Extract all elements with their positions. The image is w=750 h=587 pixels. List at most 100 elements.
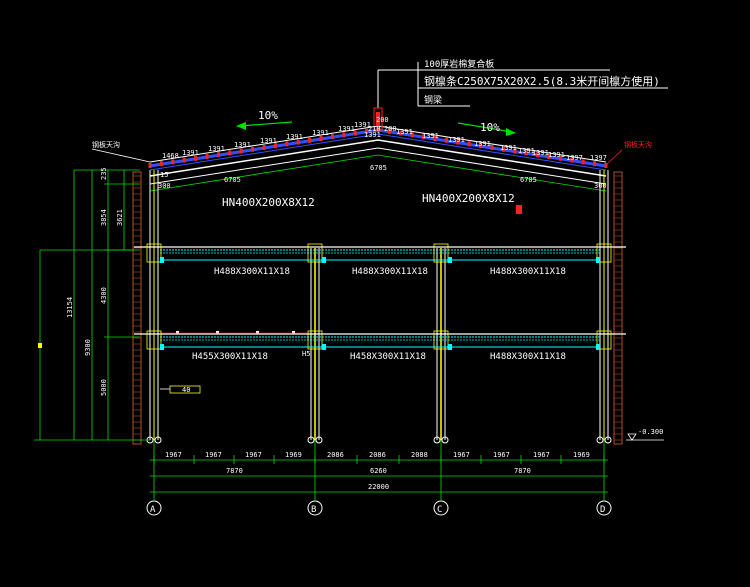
elevation-label: -0.300 xyxy=(638,428,663,436)
purlin-marker xyxy=(308,137,312,143)
purlin-marker xyxy=(410,132,414,138)
purlin-marker xyxy=(547,154,551,159)
bdim-1: 1967 xyxy=(165,451,182,459)
note-leader xyxy=(377,62,668,108)
note-purlin: 钢檩条C250X75X20X2.5(8.3米开间檩方使用) xyxy=(424,74,660,88)
slope-label-right: 10% xyxy=(480,121,500,134)
bdim-span-1: 7870 xyxy=(226,467,243,475)
purlin-marker xyxy=(251,146,255,152)
bdim-8: 1967 xyxy=(453,451,470,459)
axis-label-c: C xyxy=(437,505,442,515)
purlin-marker xyxy=(387,128,391,134)
slope-arrow-left xyxy=(236,121,293,130)
purlin-marker xyxy=(148,163,152,168)
detail-label: 40 xyxy=(182,386,190,394)
purlin-marker xyxy=(205,154,209,159)
purlin-dim: 1391 xyxy=(260,137,277,145)
level-marker xyxy=(38,343,42,348)
bdim-7: 2088 xyxy=(411,451,428,459)
purlin-marker xyxy=(365,128,369,134)
purlin-marker xyxy=(479,143,483,149)
purlin-marker xyxy=(524,150,528,156)
purlin-dim: 1391 xyxy=(208,145,225,153)
purlin-dim-apex-top: 200 xyxy=(376,116,389,124)
rafter-section-left: HN400X200X8X12 xyxy=(222,196,315,209)
purlin-markers xyxy=(148,127,608,168)
purlin-marker xyxy=(182,157,186,163)
axis-label-a: A xyxy=(150,505,156,515)
purlin-marker xyxy=(399,130,403,136)
purlin-marker xyxy=(593,161,597,167)
purlin-marker xyxy=(330,134,334,140)
purlin-marker xyxy=(296,139,300,145)
purlin-marker xyxy=(353,130,357,136)
note-beam: 钢梁 xyxy=(424,94,442,106)
beam-upper-label-3: H488X300X11X18 xyxy=(490,267,566,277)
ridge-cap xyxy=(373,107,383,131)
vdim-total: 13154 xyxy=(66,297,74,318)
columns xyxy=(149,170,609,440)
purlin-dim: 1391 xyxy=(338,125,355,133)
purlin-marker xyxy=(433,136,437,141)
purlin-dim: 1391 xyxy=(182,149,199,157)
vdim-5000: 5000 xyxy=(100,379,108,396)
purlin-dim: 1397 xyxy=(590,154,607,162)
slope-arrow-right xyxy=(457,122,516,136)
purlin-dim: 1391 xyxy=(234,141,251,149)
purlin-dim: 1391 xyxy=(312,129,329,137)
purlin-marker xyxy=(216,152,220,158)
note-panel: 100厚岩棉复合板 xyxy=(424,58,494,70)
bdim-3: 1967 xyxy=(245,451,262,459)
bdim-total: 22000 xyxy=(368,483,389,491)
purlin-marker xyxy=(570,157,574,163)
purlin-dim: 1391 xyxy=(396,128,413,136)
gutter-label-left: 钢板天沟 xyxy=(92,140,120,149)
purlin-dim: 1391 xyxy=(422,132,439,140)
beam-lower-label-2: H458X300X11X18 xyxy=(350,352,426,362)
axis-label-b: B xyxy=(311,505,316,515)
purlin-marker xyxy=(604,163,608,168)
beam-upper-label-2: H488X300X11X18 xyxy=(352,267,428,277)
purlin-dim: 1391 xyxy=(548,151,565,159)
purlin-dim: 1391 xyxy=(500,144,517,152)
purlin-marker xyxy=(581,159,585,165)
purlin-marker xyxy=(501,146,505,152)
bdim-span-3: 7870 xyxy=(514,467,531,475)
column-bases xyxy=(146,436,612,444)
vdim-235: 235 xyxy=(100,167,108,180)
purlin-marker xyxy=(194,155,198,161)
floor-beam-lower xyxy=(134,331,626,348)
side-label-a: 15 xyxy=(160,171,168,179)
purlin-marker xyxy=(285,141,289,147)
beam-upper-label-1: H488X300X11X18 xyxy=(214,267,290,277)
vdim-3621: 3621 xyxy=(116,209,124,226)
purlin-marker xyxy=(342,132,346,138)
wall-left xyxy=(132,171,142,445)
rafter-seg-dim-1: 6705 xyxy=(224,176,241,184)
ridge-cap-fill xyxy=(376,112,380,126)
purlin-marker xyxy=(456,139,460,145)
purlin-dim-apex-left: 210 xyxy=(368,125,381,133)
purlin-marker xyxy=(273,143,277,149)
bottom-dim-ticks xyxy=(153,455,605,464)
axis-label-d: D xyxy=(600,505,605,515)
gutter-label-right: 钢板天沟 xyxy=(624,140,652,149)
purlin-dim: 1391 xyxy=(532,149,549,157)
purlin-marker xyxy=(513,148,517,154)
bdim-6: 2086 xyxy=(369,451,386,459)
bottom-dim-row1: 1967 1967 1967 1969 2086 2086 2088 1967 … xyxy=(165,451,590,459)
floor-beam-upper xyxy=(134,246,626,261)
purlin-marker xyxy=(536,152,540,158)
purlin-marker xyxy=(159,161,163,167)
eave-dim-left: 300 xyxy=(158,182,171,190)
purlin-dim: 1391 xyxy=(474,140,491,148)
vdim-level: 9300 xyxy=(84,339,92,356)
purlin-dim: 1391 xyxy=(286,133,303,141)
purlin-dim-apex-right: 200 xyxy=(384,125,397,133)
bdim-10: 1967 xyxy=(533,451,550,459)
beam-lower-label-1: H455X300X11X18 xyxy=(192,352,268,362)
slope-label-left: 10% xyxy=(258,109,278,122)
bdim-4: 1969 xyxy=(285,451,302,459)
